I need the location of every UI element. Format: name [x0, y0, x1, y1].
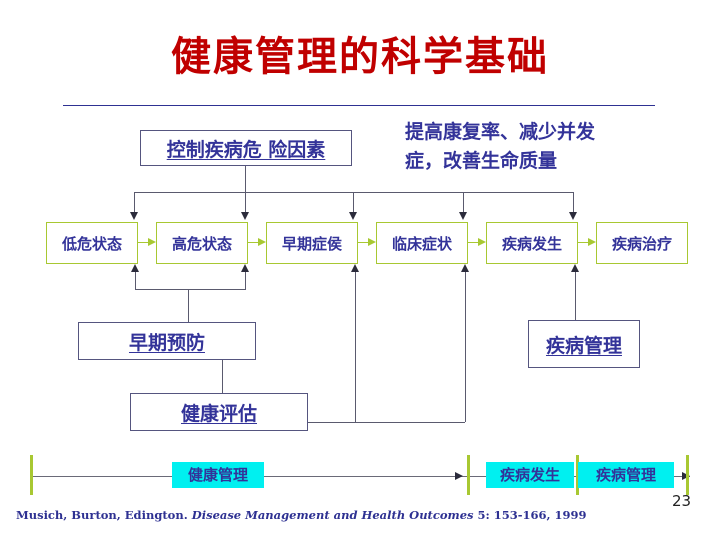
stage-box-2-label: 高危状态 [171, 234, 232, 253]
box-early-prevention-label: 早期预防 [128, 331, 205, 354]
goal-line-1: 提高康复率、减少并发 [405, 121, 596, 143]
connector-assess-riser-4 [465, 272, 466, 422]
stage-link-3-4 [358, 242, 369, 243]
connector-prev-right [245, 272, 246, 289]
arrow-up-stage-3 [351, 264, 359, 272]
box-health-assessment[interactable]: 健康评估 [130, 393, 308, 431]
stage-box-1-label: 低危状态 [61, 234, 122, 253]
stage-box-6-label: 疾病治疗 [611, 234, 672, 253]
timeline-tick-3 [576, 455, 579, 495]
timeline-tick-4 [686, 455, 689, 495]
stage-link-1-2 [138, 242, 149, 243]
goal-text: 提高康复率、减少并发 症，改善生命质量 [405, 118, 675, 176]
connector-dm-riser [575, 272, 576, 320]
connector-prev-trunk [188, 289, 189, 322]
arrow-right-5-6 [588, 238, 596, 246]
box-control-risk-factors[interactable]: 控制疾病危 险因素 [140, 130, 352, 166]
arrow-down-stage-2 [241, 212, 249, 220]
arrow-down-stage-5 [569, 212, 577, 220]
arrow-up-stage-4 [461, 264, 469, 272]
arrow-right-4-5 [478, 238, 486, 246]
arrow-right-3-4 [368, 238, 376, 246]
connector-drop-3 [353, 192, 354, 214]
connector-prev-to-assess [222, 360, 223, 393]
box-disease-management[interactable]: 疾病管理 [528, 320, 640, 368]
connector-assess-riser-3 [355, 272, 356, 422]
stage-box-6[interactable]: 疾病治疗 [596, 222, 688, 264]
box-control-risk-factors-label: 控制疾病危 险因素 [166, 138, 326, 161]
connector-drop-4 [463, 192, 464, 214]
timeline-tick-2 [467, 455, 470, 495]
stage-box-2[interactable]: 高危状态 [156, 222, 248, 264]
citation-authors: Musich, Burton, Edington. [16, 508, 188, 522]
stage-box-5[interactable]: 疾病发生 [486, 222, 578, 264]
citation-locator: 5: 153-166, 1999 [477, 508, 587, 522]
stage-link-5-6 [578, 242, 589, 243]
page-title: 健康管理的科学基础 [171, 33, 549, 80]
arrow-down-stage-1 [130, 212, 138, 220]
arrow-up-stage-6 [571, 264, 579, 272]
stage-box-3[interactable]: 早期症侯 [266, 222, 358, 264]
connector-drop-1 [134, 192, 135, 214]
timeline-label-3: 疾病管理 [578, 462, 674, 488]
box-disease-management-label: 疾病管理 [545, 334, 622, 357]
stage-box-1[interactable]: 低危状态 [46, 222, 138, 264]
arrow-down-stage-3 [349, 212, 357, 220]
citation: Musich, Burton, Edington. Disease Manage… [16, 508, 587, 522]
stage-link-2-3 [248, 242, 259, 243]
page-number: 23 [672, 492, 692, 510]
timeline-label-2: 疾病发生 [486, 462, 574, 488]
connector-prev-left [135, 272, 136, 289]
timeline-tick-1 [30, 455, 33, 495]
citation-journal: Disease Management and Health Outcomes [191, 508, 474, 522]
connector-drop-2 [245, 192, 246, 214]
stage-box-4-label: 临床症状 [391, 234, 452, 253]
stage-box-5-label: 疾病发生 [501, 234, 562, 253]
arrow-right-2-3 [258, 238, 266, 246]
box-health-assessment-label: 健康评估 [180, 402, 257, 425]
connector-control-trunk [245, 166, 246, 192]
connector-assess-bar [308, 422, 465, 423]
stage-box-4[interactable]: 临床症状 [376, 222, 468, 264]
goal-line-2: 症，改善生命质量 [405, 150, 558, 172]
timeline-label-1: 健康管理 [172, 462, 264, 488]
stage-link-4-5 [468, 242, 479, 243]
arrow-up-stage-1 [131, 264, 139, 272]
title-divider [63, 105, 655, 106]
box-early-prevention[interactable]: 早期预防 [78, 322, 256, 360]
connector-prev-bar [135, 289, 246, 290]
timeline-axis [30, 476, 690, 477]
arrow-right-1-2 [148, 238, 156, 246]
arrow-down-stage-4 [459, 212, 467, 220]
arrow-up-stage-2 [241, 264, 249, 272]
connector-control-branch-bar [134, 192, 574, 193]
connector-drop-5 [573, 192, 574, 214]
stage-box-3-label: 早期症侯 [281, 234, 342, 253]
timeline-arrow-mid [455, 472, 463, 480]
